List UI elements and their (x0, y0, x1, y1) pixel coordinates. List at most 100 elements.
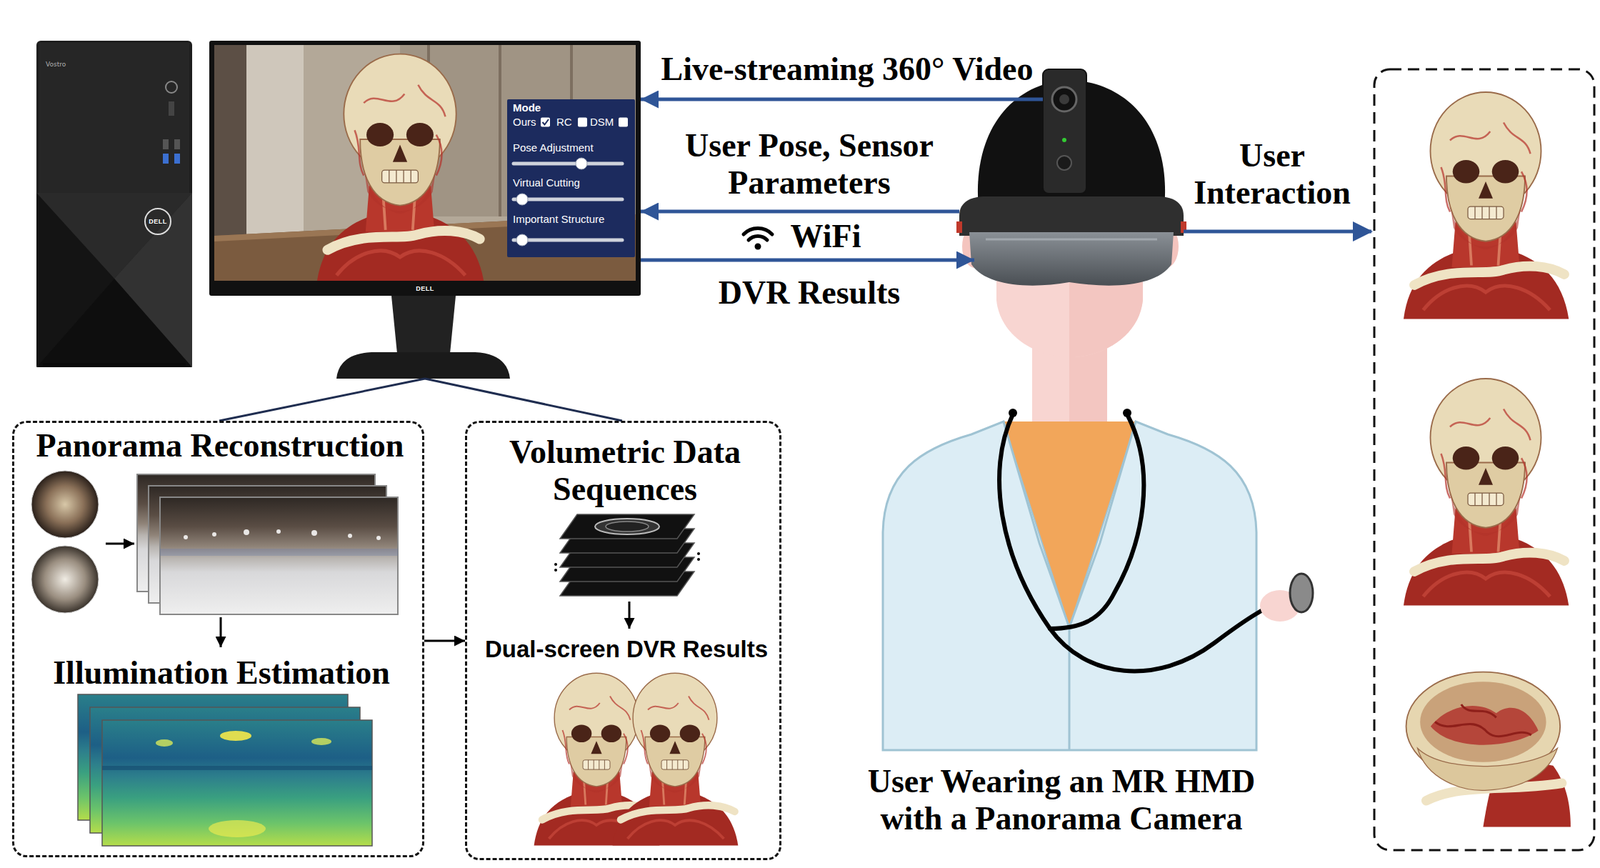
results-panel-part (1403, 92, 1569, 320)
desktop-tower: VostroDELL (36, 40, 193, 368)
checkbox-part (540, 117, 550, 128)
desktop-tower-part (36, 278, 193, 368)
brand-logo: DELL (415, 285, 435, 293)
user-figure-drawing-part (1003, 421, 1136, 625)
edge-label: DVR Results (718, 274, 900, 312)
wifi-icon-part (743, 228, 773, 235)
panorama-illustration-part (155, 739, 173, 747)
text-slot: Volumetric Data Sequences (475, 433, 775, 508)
results-panel-part (1403, 378, 1569, 606)
interaction-arrow (1183, 221, 1373, 242)
text-slot: Dual-screen DVR Results (485, 636, 768, 663)
user-figure-drawing-part (1008, 408, 1018, 418)
desktop-tower-part (174, 153, 180, 164)
user-figure-drawing-part (1052, 87, 1077, 112)
panorama-illustration-part (220, 730, 252, 741)
volume-illustration-part (628, 601, 631, 629)
box-subheading: Dual-screen DVR Results (485, 636, 768, 663)
panorama-illustration-part (105, 542, 135, 545)
monitor-drawing (209, 40, 641, 379)
connector-arrow (219, 378, 425, 421)
slider-part (513, 238, 623, 243)
connector-arrow (640, 210, 960, 214)
text-slot: User Pose, Sensor Parameters (673, 127, 945, 201)
module-box: Panorama ReconstructionIllumination Esti… (12, 420, 425, 858)
desktop-tower-part (42, 362, 186, 368)
user-figure-drawing-part (1057, 155, 1072, 170)
panorama-illustration-part-part (183, 535, 188, 540)
text-slot: Important Structure (512, 213, 605, 226)
ct-slices-part (554, 568, 558, 572)
brand-logo: DELL (148, 218, 168, 225)
text-slot: Mode (512, 102, 541, 115)
text-slot: Ours (512, 116, 537, 129)
checkbox-label: RC (556, 116, 573, 129)
panorama-illustration-part-part (376, 535, 381, 540)
box-heading: Panorama Reconstruction (36, 427, 405, 465)
checkbox-part (542, 119, 550, 125)
desktop-tower-part (36, 40, 193, 368)
text-slot: WiFi (790, 217, 862, 255)
ct-slices-part (605, 521, 649, 532)
text-slot: DVR Results (718, 274, 900, 312)
screen-scene (214, 45, 636, 281)
text-slot: User Interaction (1179, 137, 1365, 211)
desktop-tower-part (174, 139, 180, 150)
panorama-illustration-part (160, 548, 398, 556)
slider-part (513, 162, 623, 166)
wifi-icon-part (748, 235, 768, 240)
desktop-tower-part (145, 208, 171, 235)
text-slot: Virtual Cutting (512, 177, 580, 190)
volume-illustration-part (612, 672, 739, 845)
panorama-illustration (31, 470, 398, 846)
user-figure-drawing-part (1062, 137, 1067, 143)
panorama-illustration-part (31, 545, 99, 613)
box-heading: Volumetric Data Sequences (475, 433, 775, 508)
user-figure-drawing-part (1290, 573, 1313, 613)
text-slot: RC (556, 116, 573, 129)
monitor-drawing-part (336, 352, 510, 379)
connector-arrow (640, 97, 1043, 102)
text-slot: DELL (415, 285, 435, 293)
ct-slices-part (560, 514, 695, 539)
slider-part (516, 193, 528, 205)
checkbox (540, 117, 628, 128)
user-figure-drawing-part (1059, 94, 1070, 105)
user-figure-drawing-part (969, 232, 1174, 286)
desktop-tower-part (162, 153, 169, 164)
connector-arrow (425, 378, 623, 421)
text-slot: Live-streaming 360° Video (661, 50, 1034, 88)
ct-slices (554, 514, 700, 596)
slider (513, 157, 623, 246)
panorama-illustration-part (102, 720, 373, 846)
panorama-illustration-part (183, 529, 381, 540)
user-figure-drawing-part (999, 414, 1286, 671)
text-slot: DELL (148, 218, 168, 225)
panorama-illustration-part-part (243, 529, 250, 535)
slider-label: Virtual Cutting (512, 177, 580, 190)
panorama-illustration-part-part (347, 533, 353, 538)
panorama-illustration-part (31, 470, 99, 538)
panorama-illustration-part (311, 737, 332, 745)
desktop-tower-part (165, 81, 178, 93)
module-box: Volumetric Data SequencesDual-screen DVR… (465, 420, 782, 860)
text-slot: DSM (590, 116, 614, 129)
checkbox-part (577, 117, 588, 128)
checkbox-label: DSM (590, 116, 614, 129)
panel-heading: Mode (512, 102, 541, 115)
panorama-illustration-part (160, 497, 398, 615)
user-figure-drawing-part (882, 421, 1257, 750)
results-panel-part (1406, 672, 1571, 828)
desktop-tower-part (39, 42, 190, 193)
user-figure-drawing-part (1042, 69, 1087, 194)
panorama-illustration-part (208, 820, 266, 838)
slider-part (575, 157, 588, 170)
text-slot: Pose Adjustment (512, 142, 594, 155)
ct-slices-part (697, 557, 700, 561)
monitor-drawing-part (391, 295, 456, 354)
edge-label: Live-streaming 360° Video (661, 50, 1034, 88)
user-figure-drawing-part (985, 238, 1158, 241)
connection-label: WiFi (790, 217, 862, 255)
slider-label: Important Structure (512, 213, 605, 226)
checkbox-label: Ours (512, 116, 537, 129)
